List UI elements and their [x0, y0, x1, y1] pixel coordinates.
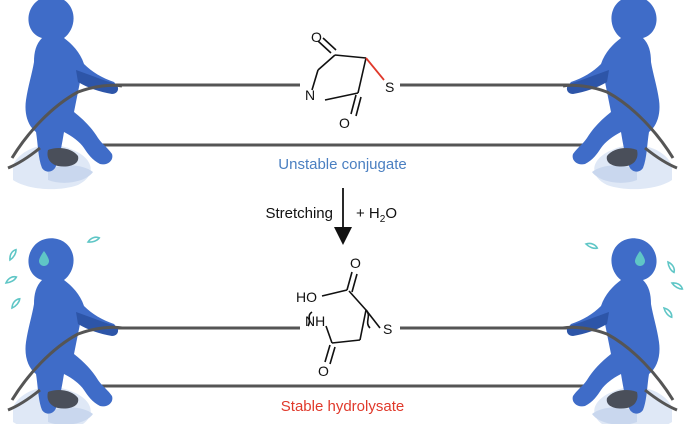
- atom-s: S: [383, 321, 392, 337]
- group-nh: NH: [305, 313, 325, 329]
- atom-o-bottom: O: [339, 115, 350, 131]
- atom-s: S: [385, 79, 394, 95]
- reaction-arrow: Stretching + H2O: [265, 188, 397, 245]
- stable-hydrolysate-caption: Stable hydrolysate: [280, 398, 405, 415]
- arrow-right-label: + H2O: [356, 205, 397, 225]
- group-ho: HO: [296, 289, 317, 305]
- atom-o-bottom: O: [318, 363, 329, 379]
- atom-o-top: O: [350, 255, 361, 271]
- top-panel: O N O S: [6, 0, 679, 191]
- hydrolysate-molecule: O HO NH O S: [296, 255, 392, 379]
- maleimide-thiol-adduct: O N O S: [305, 29, 394, 131]
- bottom-panel: O HO NH O S: [4, 234, 685, 424]
- atom-o-top: O: [311, 29, 322, 45]
- tug-of-war-figure-icon: [561, 236, 679, 424]
- tug-of-war-figure-icon: [6, 236, 124, 424]
- unstable-conjugate-caption: Unstable conjugate: [278, 156, 407, 173]
- atom-n: N: [305, 87, 315, 103]
- sweat-splash-icon: [4, 234, 685, 319]
- arrow-left-label: Stretching: [265, 205, 333, 222]
- carbon-sulfur-bond: [365, 57, 385, 81]
